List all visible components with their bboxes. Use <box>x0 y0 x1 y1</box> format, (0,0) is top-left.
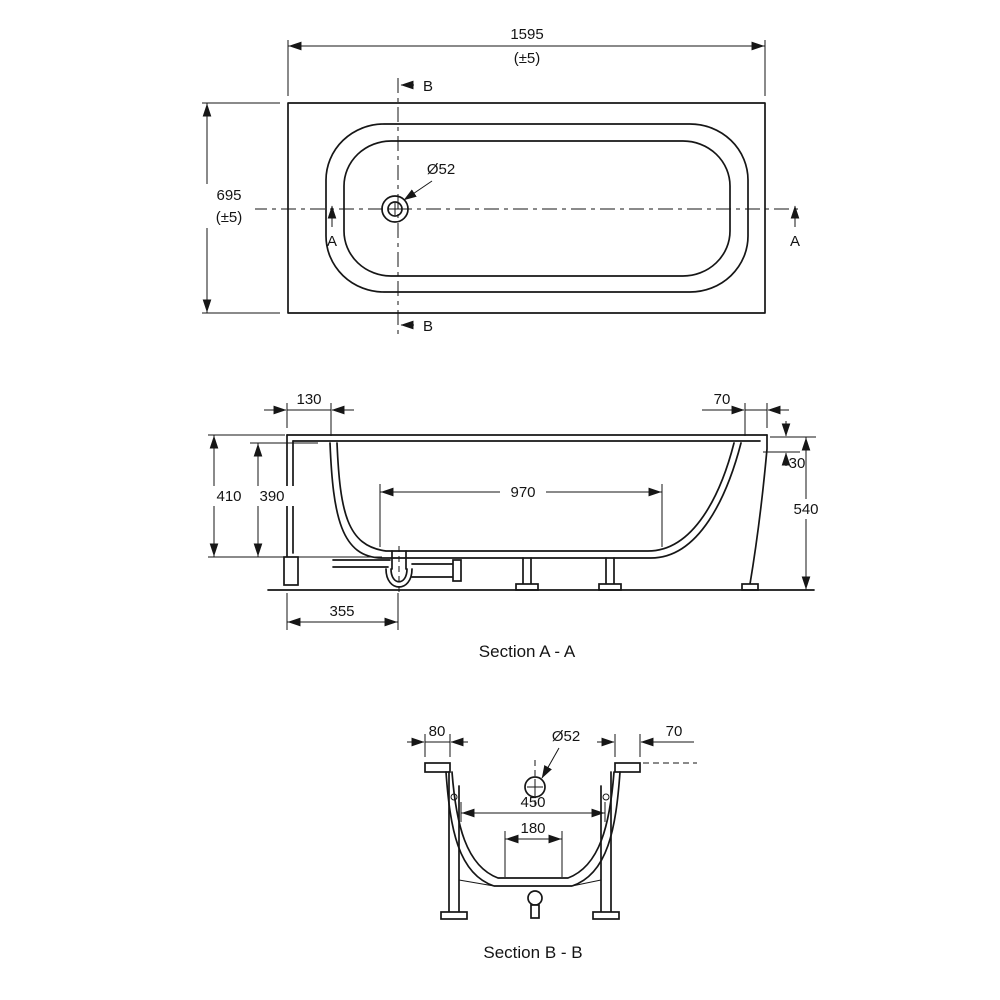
plan-view: Ø52 1595 (±5) 695 (±5) A <box>202 26 800 335</box>
trap-outlet-flange <box>452 559 462 582</box>
plan-length-tolerance-text: (±5) <box>514 50 541 67</box>
rim-left <box>424 762 451 773</box>
plan-drain-callout: Ø52 <box>403 161 455 201</box>
drain-hole-inner <box>387 201 403 217</box>
tub-outer-shell-bb <box>445 771 621 887</box>
plan-section-a-markers: A A <box>327 205 800 250</box>
rim-right <box>614 762 641 773</box>
tub-inner-shell <box>336 442 735 552</box>
plan-section-b-markers: B B <box>400 78 433 335</box>
aa-dim-rim-lip-height: 30 <box>763 421 816 472</box>
bb-dim-inner-width: 450 <box>460 794 606 822</box>
plan-width-tolerance-text: (±5) <box>216 209 243 226</box>
bathtub-plan-outline <box>287 102 766 314</box>
aa-dim-drain-offset: 355 <box>286 593 399 630</box>
drain-hole-bb <box>524 776 546 798</box>
section-a-label-left: A <box>327 233 337 250</box>
bb-dim-rim-left-overhang: 80 <box>407 723 468 757</box>
bb-dim-base-width: 180 <box>504 820 563 877</box>
plan-width-dimension: 695 (±5) <box>202 102 280 314</box>
bb-drain-diameter-text: Ø52 <box>552 728 580 745</box>
aa-dim-70-text: 70 <box>714 391 731 408</box>
waste-outlet <box>527 890 543 906</box>
right-foot <box>741 583 759 591</box>
aa-dim-410-text: 410 <box>216 488 241 505</box>
section-aa-view: 130 70 30 540 <box>204 391 823 661</box>
aa-dim-total-height: 540 <box>790 437 823 590</box>
leg-bolt-left <box>450 793 458 801</box>
section-aa-title: Section A - A <box>479 642 576 661</box>
section-b-label-bottom: B <box>423 318 433 335</box>
aa-dim-355-text: 355 <box>329 603 354 620</box>
aa-dim-970-text: 970 <box>510 484 535 501</box>
plan-length-dimension: 1595 (±5) <box>287 26 766 96</box>
aa-dim-390-text: 390 <box>259 488 284 505</box>
tub-outer-rect <box>287 102 766 314</box>
tub-basin-edge <box>343 140 731 277</box>
aa-dim-rim-left-overhang: 130 <box>264 391 354 436</box>
drain-hole-outer <box>381 195 409 223</box>
plan-width-text: 695 <box>216 187 241 204</box>
aa-dim-rim-right-overhang: 70 <box>702 391 789 436</box>
leg-bolt-right <box>602 793 610 801</box>
section-aa-profile <box>267 434 815 591</box>
bb-dim-80-text: 80 <box>429 723 446 740</box>
bb-drain-callout: Ø52 <box>541 728 580 779</box>
support-leg-foot-2 <box>598 583 622 591</box>
waste-trap <box>332 546 462 594</box>
aa-dim-depths: 410 390 <box>204 434 382 558</box>
plan-centerlines <box>252 78 800 335</box>
bb-dim-70-text: 70 <box>666 723 683 740</box>
leg-foot-left <box>440 911 468 920</box>
tub-rim-inner-edge <box>325 123 749 293</box>
section-a-label-right: A <box>790 233 800 250</box>
aa-dim-130-text: 130 <box>296 391 321 408</box>
plan-drain-diameter-text: Ø52 <box>427 161 455 178</box>
section-bb-profile <box>424 760 641 920</box>
left-foot <box>283 556 299 586</box>
aa-dim-base-length: 970 <box>379 483 663 547</box>
bb-dim-180-text: 180 <box>520 820 545 837</box>
bb-dim-450-text: 450 <box>520 794 545 811</box>
aa-dim-540-text: 540 <box>793 501 818 518</box>
bb-dim-rim-right-overhang: 70 <box>597 723 697 764</box>
tub-outer-shell <box>329 442 742 559</box>
plan-length-text: 1595 <box>510 26 543 43</box>
leg-foot-right <box>592 911 620 920</box>
section-bb-view: Ø52 80 70 450 <box>407 723 697 962</box>
waste-outlet-stem <box>530 904 540 919</box>
right-apron <box>749 434 768 585</box>
section-b-label-top: B <box>423 78 433 95</box>
section-bb-title: Section B - B <box>483 943 582 962</box>
aa-dim-30-text: 30 <box>789 455 806 472</box>
support-leg-foot-1 <box>515 583 539 591</box>
